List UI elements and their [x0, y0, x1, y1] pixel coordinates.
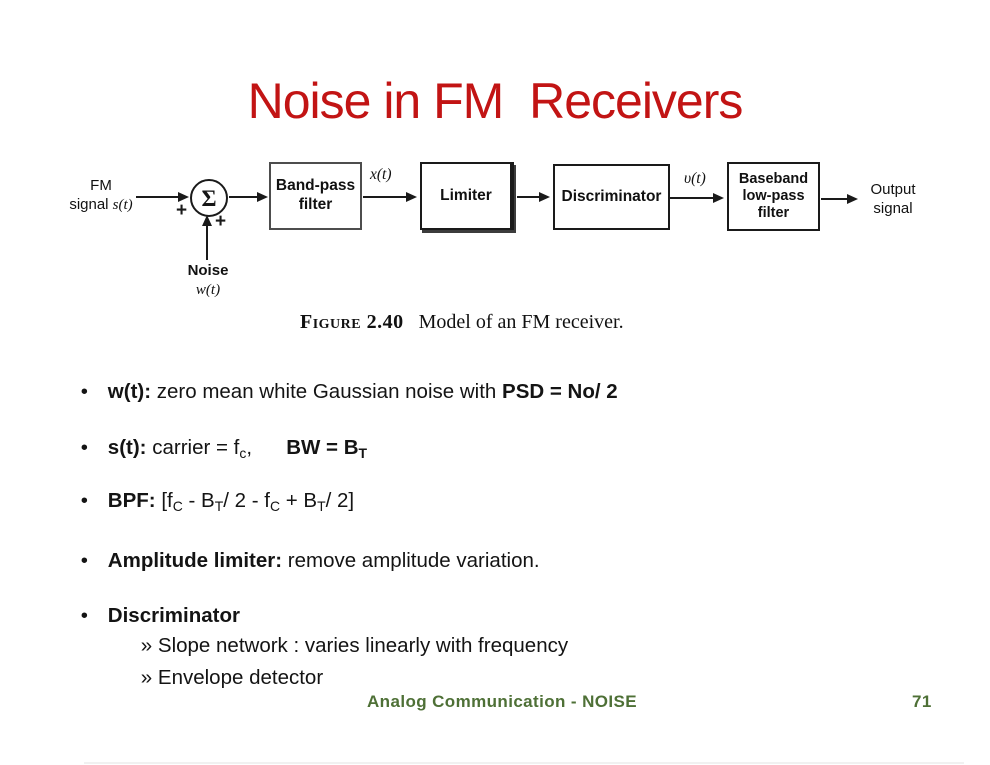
subscript-c: c	[239, 445, 247, 462]
v-signal-label: υ(t)	[684, 170, 706, 187]
subbullet-slope-network: » Slope network : varies linearly with f…	[118, 610, 568, 682]
bandpass-box-line1: Band-pass	[275, 177, 356, 195]
bullet-st-lead: s(t):	[107, 436, 147, 459]
arrowhead-noise-icon	[202, 215, 212, 226]
bullet-bpf-t4: + B	[280, 489, 318, 512]
sigma-symbol: Σ	[201, 185, 217, 211]
subscript-T: T	[317, 498, 326, 515]
connector-noise-line	[206, 224, 208, 260]
page-number: 71	[912, 692, 932, 711]
bullet-bpf-lead: BPF:	[107, 489, 156, 512]
bullet-disc-lead: Discriminator	[107, 604, 240, 627]
scan-artifact-line	[84, 762, 964, 764]
bullet-bpf-t2: - B	[182, 489, 215, 512]
baseband-box-line2: low-pass	[742, 188, 805, 205]
output-label-line1: Output	[870, 181, 916, 198]
subbullet-icon: »	[140, 634, 153, 657]
fm-signal-label-line1: FM	[90, 177, 112, 194]
page-title: Noise in FM Receivers	[247, 73, 744, 129]
baseband-box-line1: Baseband	[738, 171, 809, 188]
plus-sign-input: +	[176, 200, 188, 221]
connector-limiter-disc-line	[517, 196, 540, 198]
plus-sign-noise: +	[215, 211, 227, 232]
subscript-T: T	[214, 498, 224, 515]
bullet-icon: •	[80, 489, 88, 512]
footer-title: Analog Communication - NOISE	[367, 692, 637, 711]
x-signal-label: x(t)	[370, 166, 392, 183]
w-of-t-var: w(t)	[195, 281, 221, 298]
connector-output-line	[821, 198, 849, 200]
output-signal-label: Output signal	[862, 181, 924, 219]
figure-number: Figure 2.40	[300, 311, 404, 333]
bullet-amp-text: remove amplitude variation.	[282, 549, 540, 572]
arrowhead-disc-baseband-icon	[713, 193, 724, 203]
fm-signal-label: FM signal s(t)	[62, 177, 140, 215]
arrowhead-limiter-disc-icon	[539, 192, 550, 202]
bullet-discriminator: • Discriminator	[58, 580, 240, 652]
discriminator-box: Discriminator	[553, 164, 670, 230]
connector-disc-baseband-line	[670, 197, 714, 199]
subbullet-envelope-detector: » Envelope detector	[118, 642, 323, 714]
bullet-wt-psd: PSD = No/ 2	[502, 380, 618, 403]
arrowhead-input-icon	[178, 192, 189, 202]
noise-label: Noise w(t)	[179, 262, 237, 300]
bullet-icon: •	[80, 436, 88, 459]
bandpass-filter-box: Band-pass filter	[269, 162, 362, 230]
limiter-box: Limiter	[420, 162, 514, 230]
subbullet-envelope-text: Envelope detector	[152, 666, 324, 689]
baseband-box-line3: filter	[757, 204, 790, 221]
bullet-bpf-t3: / 2 - f	[223, 489, 270, 512]
bullet-icon: •	[80, 604, 88, 627]
subscript-T: T	[358, 445, 368, 462]
limiter-box-label: Limiter	[440, 186, 492, 204]
output-label-line2: signal	[873, 199, 913, 217]
s-of-t-var: s(t)	[112, 196, 133, 213]
bullet-icon: •	[80, 380, 88, 403]
bullet-st: • s(t): carrier = fc, BW = BT	[58, 412, 367, 485]
arrowhead-sum-bpf-icon	[257, 192, 268, 202]
bullet-st-bw: BW = B	[286, 436, 359, 459]
bullet-wt: • w(t): zero mean white Gaussian noise wi…	[58, 356, 618, 428]
bandpass-box-line2: filter	[298, 196, 333, 213]
bullet-bpf: •BPF: [fC - BT/ 2 - fC + BT/ 2]	[58, 465, 354, 538]
subscript-C: C	[269, 498, 281, 515]
bullet-wt-lead: w(t):	[107, 380, 152, 403]
bullet-amplitude-limiter: • Amplitude limiter: remove amplitude var…	[58, 525, 540, 597]
bullet-st-comma: ,	[246, 436, 287, 459]
subbullet-slope-text: Slope network : varies linearly with fre…	[152, 634, 569, 657]
bullet-wt-mid: zero mean white Gaussian noise with	[151, 380, 503, 403]
bullet-icon: •	[80, 549, 88, 572]
bullet-bpf-t5: / 2]	[325, 489, 355, 512]
noise-label-line1: Noise	[187, 262, 229, 279]
figure-caption-text: Model of an FM receiver.	[418, 311, 624, 333]
connector-input-line	[136, 196, 182, 198]
fm-signal-label-line2: signal s(t)	[62, 196, 140, 215]
bullet-amp-lead: Amplitude limiter:	[107, 549, 283, 572]
subbullet-icon: »	[140, 666, 153, 689]
connector-sum-bpf-line	[229, 196, 259, 198]
discriminator-box-label: Discriminator	[561, 187, 662, 205]
subscript-C: C	[172, 498, 183, 515]
figure-caption: Figure 2.40 Model of an FM receiver.	[300, 311, 624, 334]
bullet-bpf-t1: [f	[155, 489, 173, 512]
fm-signal-label-word: signal	[69, 195, 113, 213]
connector-bpf-limiter-line	[363, 196, 407, 198]
arrowhead-output-icon	[847, 194, 858, 204]
bullet-st-carrier: carrier = f	[146, 436, 240, 459]
arrowhead-bpf-limiter-icon	[406, 192, 417, 202]
baseband-lpf-box: Baseband low-pass filter	[727, 162, 820, 231]
